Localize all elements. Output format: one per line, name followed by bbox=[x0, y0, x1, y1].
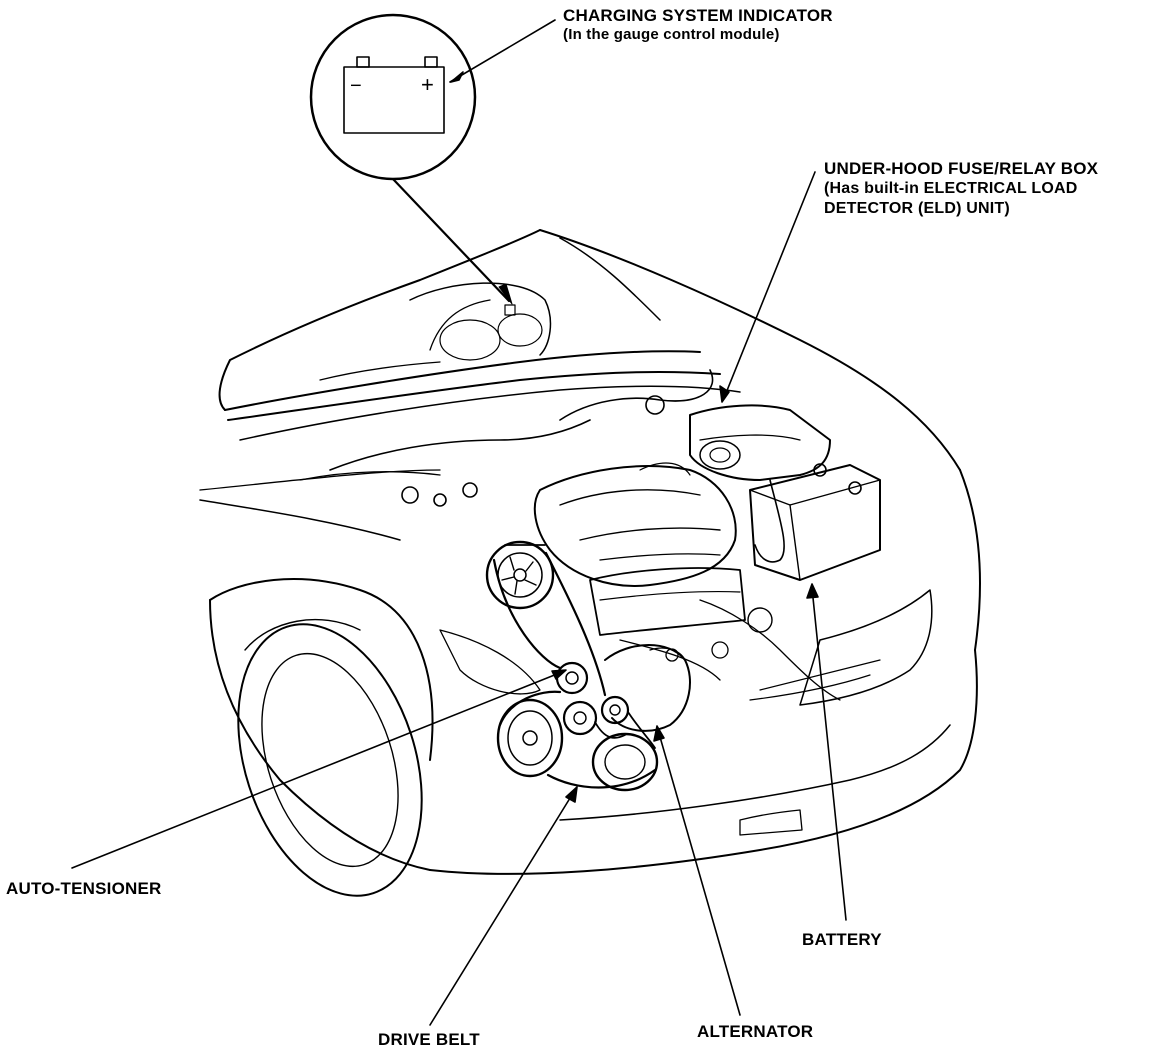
leader-alternator bbox=[657, 729, 741, 1016]
leader-auto-tensioner bbox=[71, 671, 563, 869]
charging-indicator-note: (In the gauge control module) bbox=[563, 26, 780, 43]
callout-circle bbox=[309, 13, 477, 181]
idler-pulley bbox=[562, 700, 598, 736]
fuse-box-line1: UNDER-HOOD FUSE/RELAY BOX bbox=[824, 159, 1099, 178]
battery-shape bbox=[749, 463, 881, 581]
label-drive-belt: DRIVE BELT bbox=[378, 1030, 480, 1049]
leader-fuse-relay-box bbox=[723, 171, 816, 399]
ac-compressor-pulley bbox=[591, 732, 659, 792]
label-alternator: ALTERNATOR bbox=[697, 1022, 814, 1041]
charging-indicator-title: CHARGING SYSTEM INDICATOR bbox=[563, 6, 833, 25]
leader-lines bbox=[71, 19, 847, 1026]
crankshaft-pulley bbox=[496, 698, 564, 778]
label-battery: BATTERY bbox=[802, 930, 882, 949]
label-auto-tensioner: AUTO-TENSIONER bbox=[6, 879, 162, 898]
fuse-box-line3: DETECTOR (ELD) UNIT) bbox=[824, 200, 1010, 217]
battery-indicator-icon bbox=[343, 56, 445, 134]
leader-charging-indicator bbox=[449, 19, 556, 83]
label-charging-system-indicator: CHARGING SYSTEM INDICATOR (In the gauge … bbox=[563, 6, 833, 44]
fuse-box-line2: (Has built-in ELECTRICAL LOAD bbox=[824, 180, 1078, 197]
under-hood-fuse-relay-box-shape bbox=[689, 404, 831, 481]
car-body bbox=[199, 229, 981, 897]
charging-indicator-callout bbox=[309, 13, 513, 305]
auto-tensioner-pulley bbox=[555, 661, 589, 695]
callout-leader bbox=[391, 177, 511, 303]
battery-plus-symbol: + bbox=[421, 72, 435, 97]
front-wheel bbox=[237, 618, 423, 897]
battery-minus-symbol: − bbox=[350, 75, 362, 97]
alternator-pulley bbox=[600, 695, 630, 725]
drive-belt-assembly bbox=[485, 540, 691, 792]
alternator-body bbox=[604, 644, 691, 732]
leader-drive-belt bbox=[429, 789, 576, 1026]
label-under-hood-fuse-relay-box: UNDER-HOOD FUSE/RELAY BOX (Has built-in … bbox=[824, 159, 1098, 219]
engine-compartment bbox=[299, 369, 881, 701]
leader-battery bbox=[811, 587, 847, 921]
